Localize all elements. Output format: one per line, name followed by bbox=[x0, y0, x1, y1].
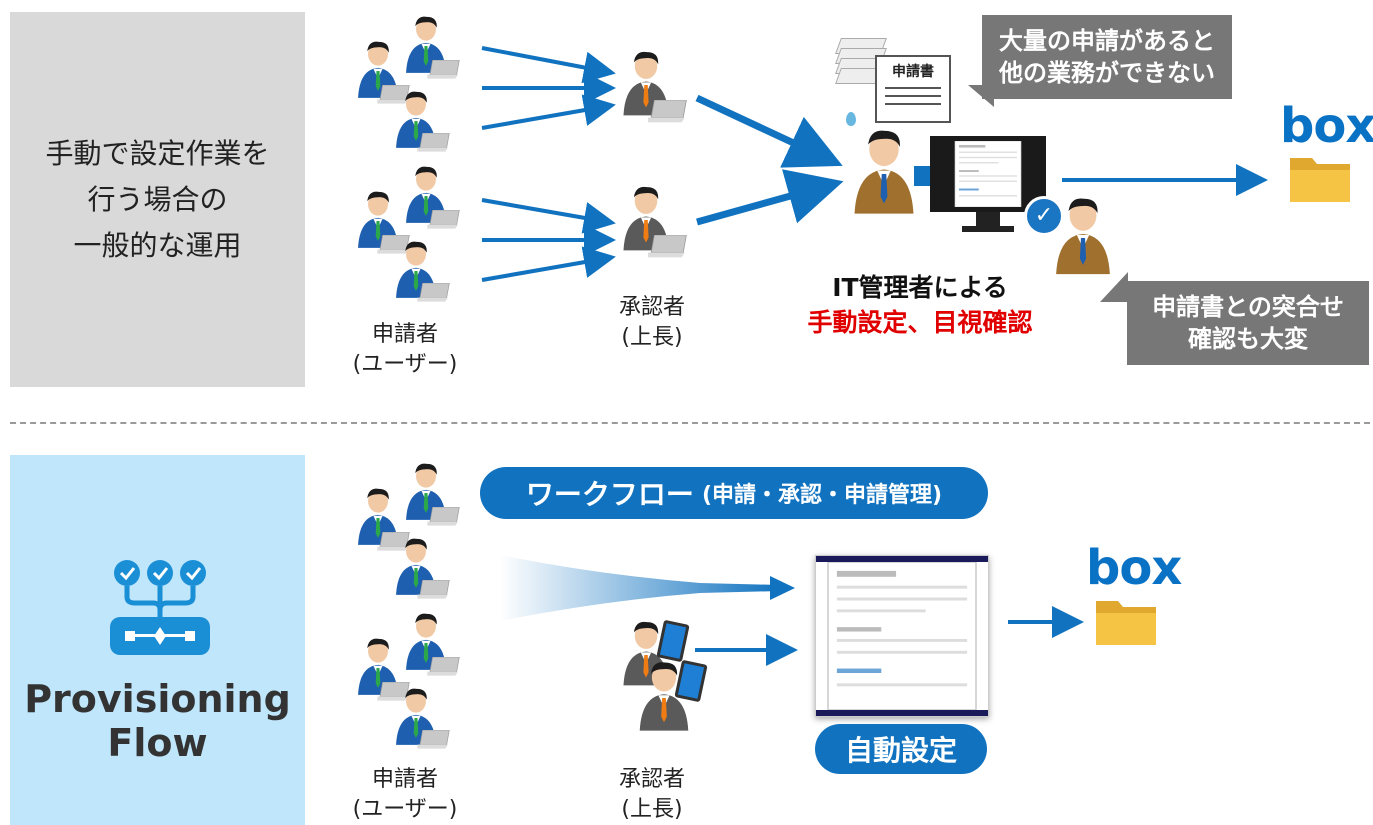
arrow bbox=[695, 94, 843, 168]
box-logo: box bbox=[1280, 98, 1373, 154]
requester-label-bottom: 申請者 bbox=[371, 767, 438, 792]
approver-sublabel-bottom: (上長) bbox=[621, 797, 683, 822]
callout-pointer bbox=[968, 85, 994, 107]
requester-label: 申請者 bbox=[371, 322, 438, 347]
it-admin-icon bbox=[850, 128, 918, 220]
form-content-icon bbox=[827, 562, 977, 710]
workflow-main-label: ワークフロー bbox=[525, 478, 694, 511]
callout-pointer-2 bbox=[1100, 272, 1128, 302]
brand-line-2: Flow bbox=[107, 721, 208, 765]
workflow-sub-label: (申請・承認・申請管理) bbox=[701, 483, 943, 508]
approver-sublabel: (上長) bbox=[621, 325, 683, 350]
arrow bbox=[481, 46, 616, 84]
monitor-base bbox=[962, 226, 1014, 232]
manual-side-label: 手動で設定作業を 行う場合の 一般的な運用 bbox=[45, 136, 270, 262]
laptop-icon bbox=[648, 235, 688, 259]
sweat-drop-icon bbox=[846, 112, 856, 126]
bottom-arrows bbox=[500, 555, 1084, 666]
brand-line-1: Provisioning bbox=[24, 677, 291, 721]
provisioning-side-panel: Provisioning Flow bbox=[10, 455, 305, 825]
monitor-icon bbox=[930, 136, 1046, 212]
auto-setting-pill: 自動設定 bbox=[815, 724, 987, 774]
it-admin-title: IT管理者による bbox=[832, 273, 1008, 302]
arrow bbox=[696, 169, 844, 226]
approver-label-bottom: 承認者 bbox=[618, 767, 685, 792]
arrow bbox=[481, 198, 616, 234]
funnel-arrow bbox=[500, 555, 780, 621]
arrow bbox=[770, 576, 795, 600]
arrow bbox=[481, 246, 616, 282]
requester-sublabel-bottom: (ユーザー) bbox=[352, 797, 458, 822]
application-form: 申請書 bbox=[875, 55, 951, 123]
workflow-pill: ワークフロー (申請・承認・申請管理) bbox=[480, 467, 988, 519]
folder-icon bbox=[1096, 595, 1156, 645]
callout-reconcile: 申請書との突合せ 確認も大変 bbox=[1127, 281, 1369, 365]
box-logo: box bbox=[1086, 540, 1182, 596]
provisioning-flow-logo-icon bbox=[110, 560, 210, 655]
laptop-icon bbox=[648, 100, 688, 124]
laptop-icon bbox=[417, 730, 451, 750]
requester-sublabel: (ユーザー) bbox=[352, 352, 458, 377]
callout-workload: 大量の申請があると 他の業務ができない bbox=[982, 15, 1232, 99]
arrow bbox=[481, 94, 616, 130]
manual-side-panel: 手動で設定作業を 行う場合の 一般的な運用 bbox=[10, 12, 305, 387]
section-divider bbox=[10, 422, 1370, 424]
form-label: 申請書 bbox=[892, 64, 934, 80]
monitor-stand bbox=[976, 212, 1000, 226]
form-screenshot bbox=[815, 555, 989, 717]
folder-icon bbox=[1290, 152, 1350, 202]
check-icon: ✓ bbox=[1024, 196, 1064, 236]
it-admin-subtitle: 手動設定、目視確認 bbox=[807, 308, 1033, 337]
approver-label: 承認者 bbox=[618, 295, 685, 320]
screen-form-icon bbox=[954, 141, 1022, 207]
